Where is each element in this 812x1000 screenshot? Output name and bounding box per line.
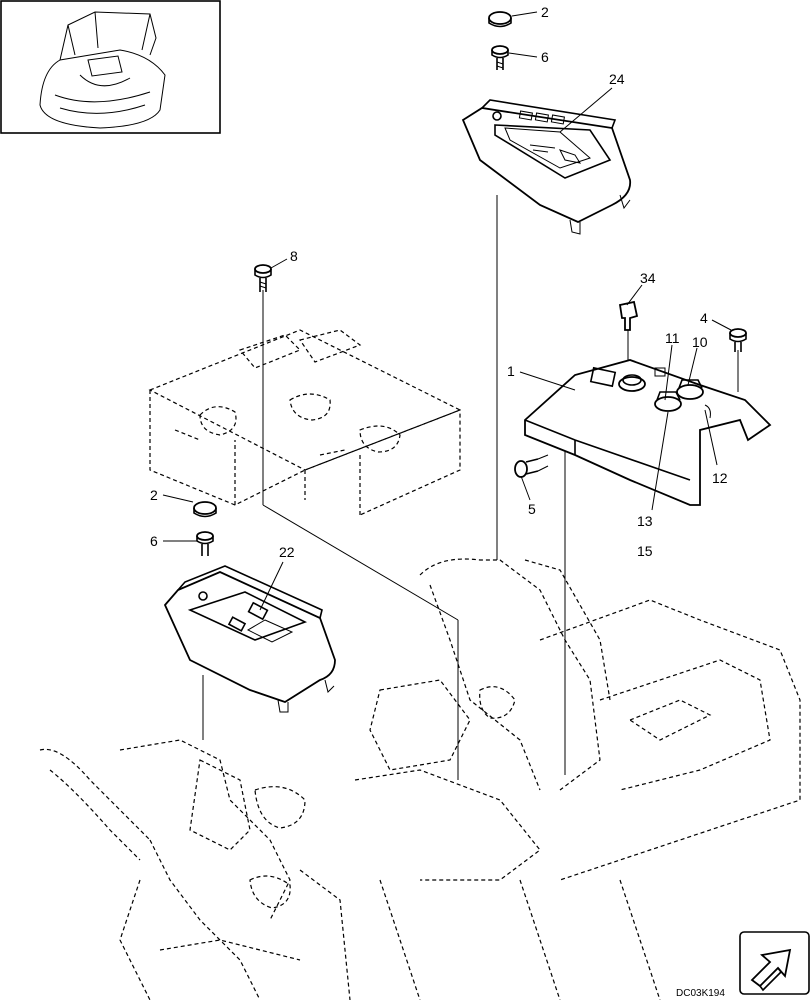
- part-8-bolt: [254, 264, 272, 292]
- callout-5: 5: [528, 501, 536, 517]
- callout-15: 15: [637, 543, 653, 559]
- callout-22: 22: [279, 544, 295, 560]
- part-22-console-panel: [163, 565, 336, 713]
- callout-8: 8: [290, 248, 298, 264]
- callout-13: 13: [637, 513, 653, 529]
- part-6-screw-top: [491, 45, 509, 70]
- overview-inset: [0, 0, 221, 134]
- callout-2-left: 2: [150, 487, 158, 503]
- part-6-screw-left: [196, 531, 214, 556]
- callout-leaders: [162, 11, 732, 611]
- orientation-arrow-box: [739, 931, 810, 995]
- callout-34: 34: [640, 270, 656, 286]
- callout-1: 1: [507, 363, 515, 379]
- part-24-console-panel: [461, 99, 632, 235]
- callout-24: 24: [609, 71, 625, 87]
- callout-6-top: 6: [541, 49, 549, 65]
- part-2-cap-top: [488, 11, 512, 28]
- callout-6-left: 6: [150, 533, 158, 549]
- callout-labels: 2 6 24 8 34 4 11 10 1 12 5 13 15 2 6 22: [150, 4, 728, 560]
- callout-10: 10: [692, 334, 708, 350]
- drawing-code: DC03K194: [676, 988, 725, 999]
- part-5-screw: [514, 454, 549, 478]
- callout-4: 4: [700, 310, 708, 326]
- callout-11: 11: [665, 330, 680, 346]
- part-34-key: [618, 300, 639, 331]
- callout-12: 12: [712, 470, 728, 486]
- leader-lines: [202, 195, 739, 780]
- frame-outline: [39, 329, 801, 1000]
- part-1-switch-bracket: [524, 359, 772, 506]
- part-2-cap-left: [193, 501, 217, 518]
- callout-2-top: 2: [541, 4, 549, 20]
- part-4-screw: [729, 328, 747, 352]
